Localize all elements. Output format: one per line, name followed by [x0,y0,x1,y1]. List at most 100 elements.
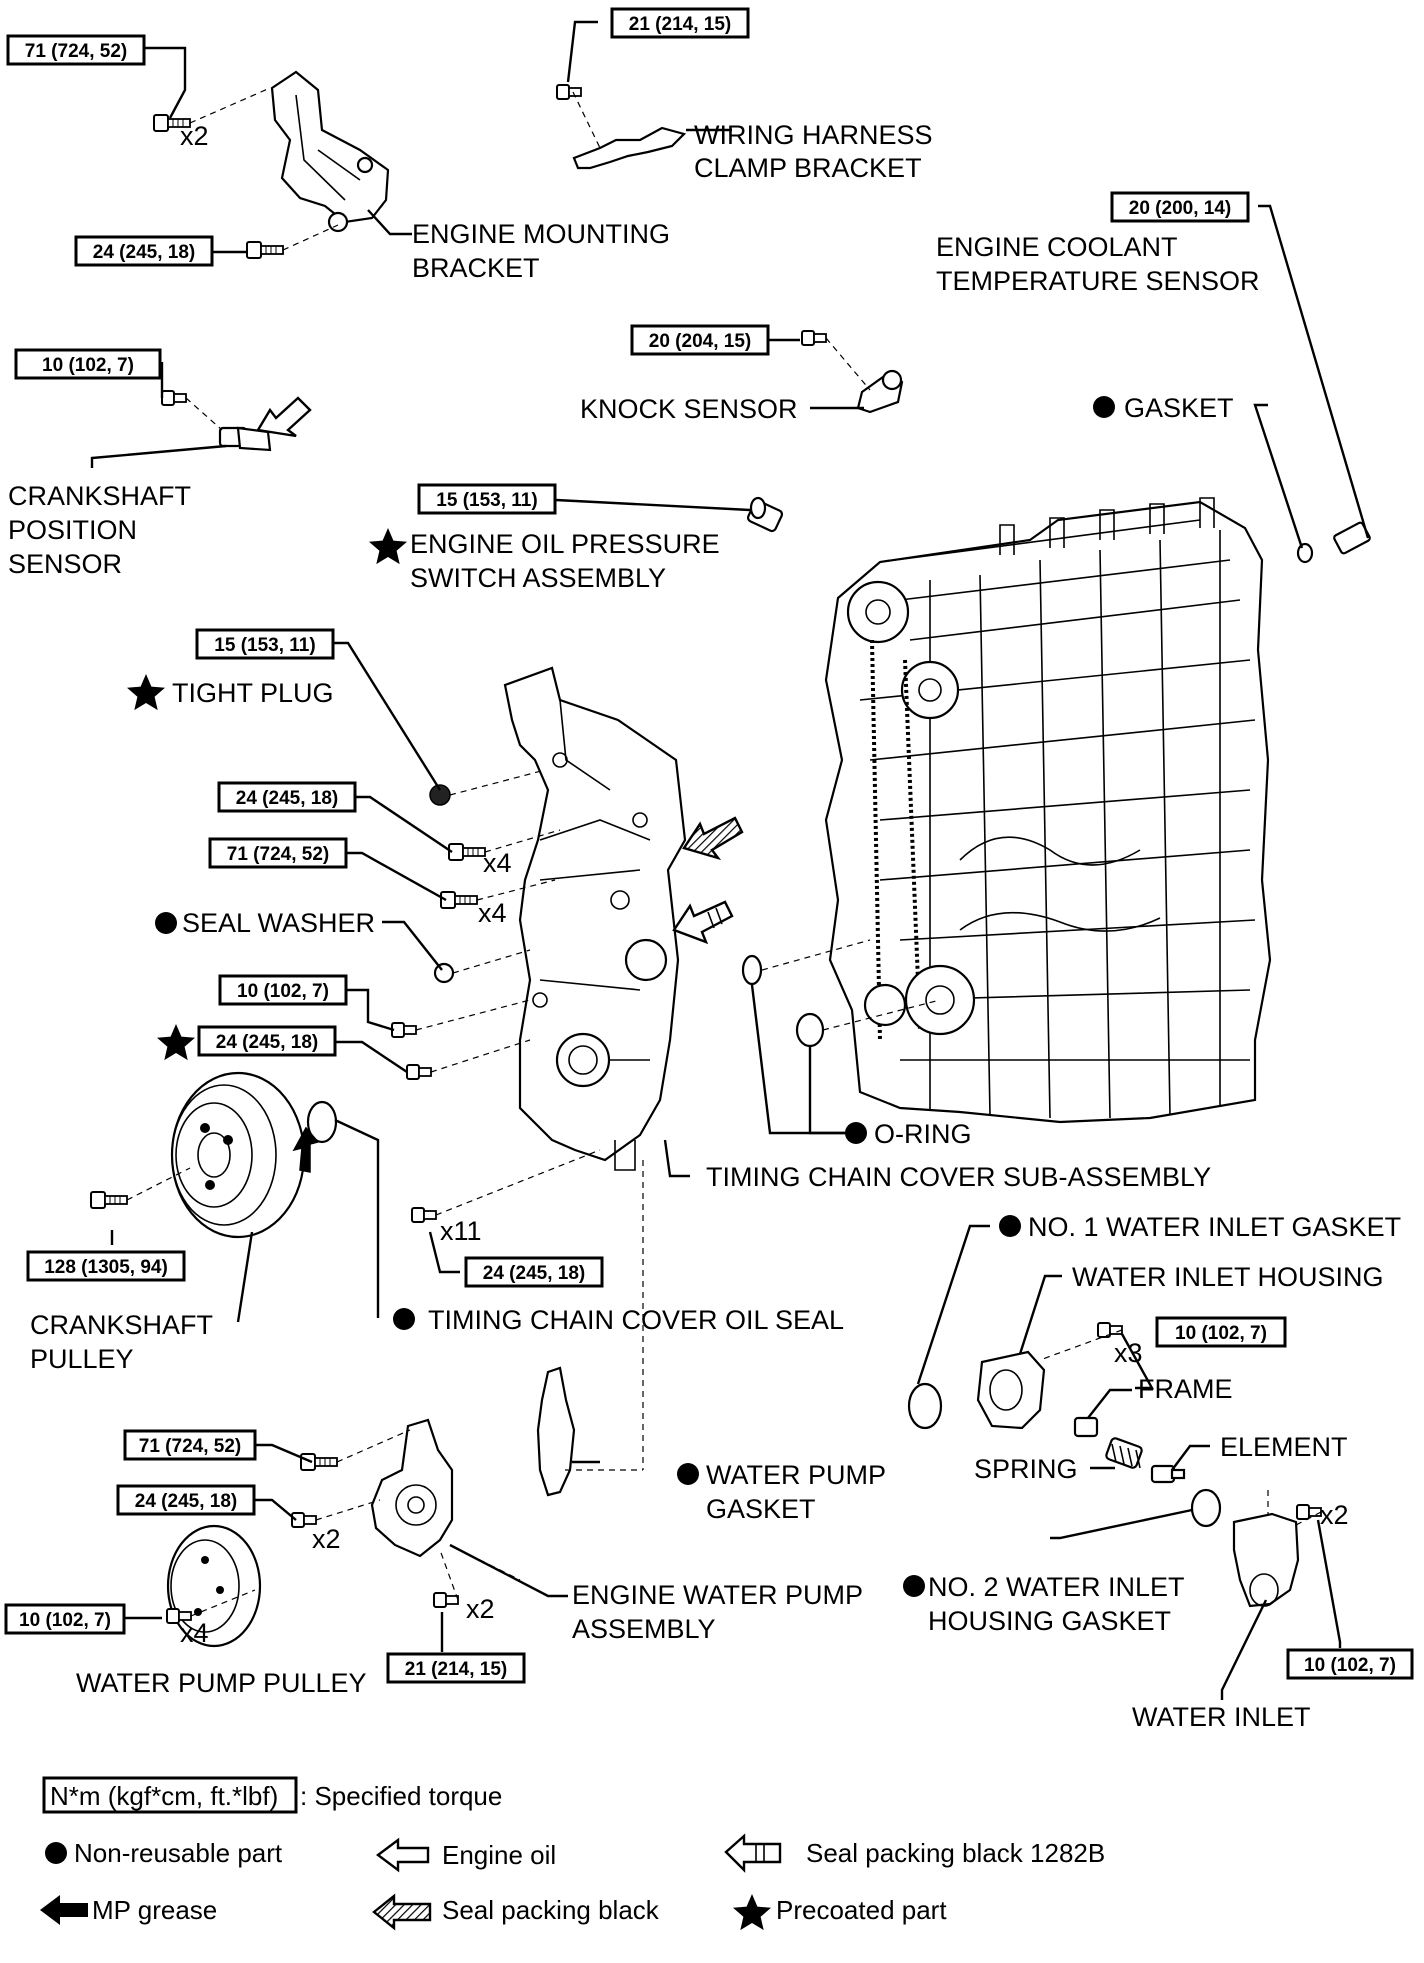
part-labels: WIRING HARNESS CLAMP BRACKET ENGINE MOUN… [8,120,1401,1732]
svg-text:x4: x4 [478,898,507,928]
label-element: ELEMENT [1220,1432,1348,1462]
water-pump-gasket [536,1366,576,1497]
element [1150,1464,1186,1484]
label-frame: FRAME [1138,1374,1233,1404]
dot-no1-gasket [999,1215,1021,1237]
knock-sensor [856,369,904,414]
torque-label: 21 (214, 15) [405,1659,507,1680]
legend-torque-unit: N*m (kgf*cm, ft.*lbf) [50,1781,278,1811]
label-knock-sensor: KNOCK SENSOR [580,394,798,424]
torque-label: 10 (102, 7) [1175,1323,1267,1344]
seal-packing-1282b-arrow [672,900,734,945]
legend-torque-desc: : Specified torque [300,1781,502,1811]
label-timing-chain-cover: TIMING CHAIN COVER SUB-ASSEMBLY [706,1162,1211,1192]
legend-mp-grease: MP grease [92,1895,217,1925]
oil-pressure-switch [746,496,784,533]
torque-label: 24 (245, 18) [236,788,338,809]
spring [1105,1437,1143,1469]
svg-text:x4: x4 [483,848,512,878]
dot-water-pump-gasket [677,1463,699,1485]
mp-grease-arrow [292,1126,320,1173]
label-coolant-sensor: TEMPERATURE SENSOR [936,266,1260,296]
label-coolant-sensor: ENGINE COOLANT [936,232,1178,262]
label-oil-pressure-switch: SWITCH ASSEMBLY [410,563,666,593]
label-oil-pressure-switch: ENGINE OIL PRESSURE [410,529,720,559]
torque-label: 15 (153, 11) [214,635,315,656]
label-engine-mounting: ENGINE MOUNTING [412,219,670,249]
legend-engine-oil-icon [376,1837,430,1873]
seal-packing-arrow [682,816,744,861]
torque-label: 24 (245, 18) [135,1491,237,1512]
svg-text:x3: x3 [1114,1338,1143,1368]
legend-seal-black-icon [372,1893,432,1931]
water-inlet-housing [976,1350,1046,1430]
crankshaft-pulley [170,1071,306,1239]
torque-label: 71 (724, 52) [227,844,329,865]
label-oil-seal: TIMING CHAIN COVER OIL SEAL [428,1305,844,1335]
water-inlet [1232,1512,1300,1608]
bolt-cover-24-x4 [448,843,486,861]
coolant-temperature-sensor [1296,521,1371,564]
legend-non-reusable: Non-reusable part [74,1838,283,1868]
seal-washer [433,962,455,984]
legend: N*m (kgf*cm, ft.*lbf) : Specified torque… [40,1776,1105,1931]
label-gasket: GASKET [1124,393,1234,423]
no2-water-inlet-housing-gasket [1190,1488,1222,1528]
label-o-ring: O-RING [874,1119,972,1149]
legend-seal-black: Seal packing black [442,1895,660,1925]
bolt-crankshaft-pulley [90,1191,128,1209]
label-water-pump-gasket: WATER PUMP [706,1460,886,1490]
torque-label: 128 (1305, 94) [44,1257,168,1278]
legend-dot-icon [45,1842,67,1864]
dot-gasket [1093,396,1115,418]
torque-label: 10 (102, 7) [237,981,329,1002]
legend-seal-1282b-icon [724,1833,782,1873]
no1-water-inlet-gasket [907,1382,943,1430]
dot-seal-washer [155,912,177,934]
label-water-pump-assembly: ENGINE WATER PUMP [572,1580,863,1610]
torque-label: 71 (724, 52) [139,1436,241,1457]
wiring-harness-clamp-bracket [572,126,687,170]
torque-label: 15 (153, 11) [436,490,537,511]
o-ring-small [741,954,763,986]
torque-label: 20 (204, 15) [649,331,751,352]
timing-chain-cover-oil-seal [306,1100,338,1144]
torque-label: 20 (200, 14) [1129,198,1231,219]
torque-label: 71 (724, 52) [25,41,127,62]
legend-mp-grease-icon [40,1895,88,1925]
label-crank-sensor: CRANKSHAFT [8,481,191,511]
svg-text:x2: x2 [466,1594,495,1624]
bolt-knock-sensor [801,330,827,346]
bolt-water-inlet [1296,1504,1322,1520]
timing-chain-cover [503,666,687,1171]
legend-torque-box [42,1776,298,1814]
bolt-wiring-clamp [556,84,582,100]
bolt-engine-mount-lower [246,241,284,259]
torque-label: 24 (245, 18) [216,1032,318,1053]
svg-text:x2: x2 [312,1524,341,1554]
star-cover-bolt [157,1024,195,1061]
frame [1073,1416,1099,1438]
label-tight-plug: TIGHT PLUG [172,678,334,708]
label-crank-sensor: SENSOR [8,549,122,579]
torque-label: 24 (245, 18) [483,1263,585,1284]
svg-text:x4: x4 [180,1618,209,1648]
markers [127,396,1115,1597]
label-engine-mounting: BRACKET [412,253,540,283]
legend-precoated: Precoated part [776,1895,947,1925]
label-no1-gasket: NO. 1 WATER INLET GASKET [1028,1212,1401,1242]
label-no2-gasket: HOUSING GASKET [928,1606,1171,1636]
quantity-labels: x2 x4 x4 x11 x3 x2 x2 x4 x2 [180,121,1349,1648]
dot-oil-seal [393,1308,415,1330]
label-water-inlet: WATER INLET [1132,1702,1311,1732]
legend-star-icon [732,1894,771,1931]
label-crankshaft-pulley: PULLEY [30,1344,134,1374]
legend-seal-1282b: Seal packing black 1282B [806,1838,1105,1868]
leader-lines [90,20,1370,1700]
label-no2-gasket: NO. 2 WATER INLET [928,1572,1185,1602]
label-seal-washer: SEAL WASHER [182,908,375,938]
svg-text:x2: x2 [1320,1500,1349,1530]
engine-block [824,497,1272,1124]
svg-text:x11: x11 [440,1216,482,1246]
bolt-cover-71-x4 [440,891,478,909]
